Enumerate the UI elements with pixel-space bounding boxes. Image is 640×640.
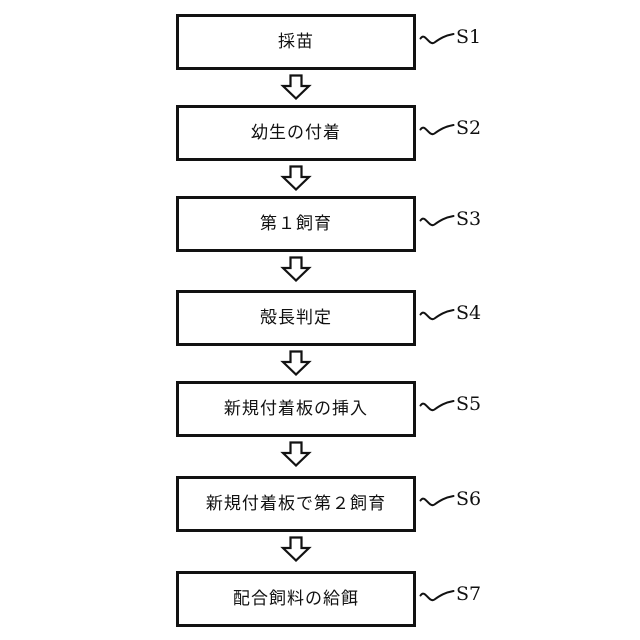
step-reference-label: S1 xyxy=(456,26,482,48)
squiggle-leader-icon xyxy=(419,397,455,419)
flow-step-s3: 第１飼育 S3 xyxy=(176,196,481,252)
process-box-label: 新規付着板で第２飼育 xyxy=(205,493,387,514)
squiggle-leader-icon xyxy=(419,306,455,328)
flow-step-s5: 新規付着板の挿入 S5 xyxy=(176,381,481,437)
flow-step-s4: 殻長判定 S4 xyxy=(176,290,481,346)
process-box-label: 配合飼料の給餌 xyxy=(232,588,360,609)
squiggle-leader-icon xyxy=(419,492,455,514)
flow-step-s6: 新規付着板で第２飼育 S6 xyxy=(176,476,481,532)
squiggle-leader-icon xyxy=(419,587,455,609)
process-box-s5: 新規付着板の挿入 xyxy=(176,381,416,437)
step-reference-label: S4 xyxy=(456,302,482,324)
step-reference-label: S3 xyxy=(456,208,482,230)
process-box-s6: 新規付着板で第２飼育 xyxy=(176,476,416,532)
hollow-down-arrow-icon xyxy=(280,74,312,100)
flow-step-s2: 幼生の付着 S2 xyxy=(176,105,481,161)
hollow-down-arrow-icon xyxy=(280,441,312,467)
process-box-label: 第１飼育 xyxy=(259,213,333,234)
flow-step-s7: 配合飼料の給餌 S7 xyxy=(176,571,481,627)
step-reference-label: S7 xyxy=(456,583,482,605)
step-reference-label: S2 xyxy=(456,117,482,139)
process-box-s2: 幼生の付着 xyxy=(176,105,416,161)
hollow-down-arrow-icon xyxy=(280,256,312,282)
hollow-down-arrow-icon xyxy=(280,350,312,376)
process-box-label: 殻長判定 xyxy=(259,307,333,328)
hollow-down-arrow-icon xyxy=(280,536,312,562)
step-reference-label: S5 xyxy=(456,393,482,415)
squiggle-leader-icon xyxy=(419,212,455,234)
process-box-label: 採苗 xyxy=(277,31,315,52)
process-box-s4: 殻長判定 xyxy=(176,290,416,346)
process-box-label: 新規付着板の挿入 xyxy=(223,398,369,419)
squiggle-leader-icon xyxy=(419,121,455,143)
squiggle-leader-icon xyxy=(419,30,455,52)
step-reference-label: S6 xyxy=(456,488,482,510)
process-box-s7: 配合飼料の給餌 xyxy=(176,571,416,627)
process-box-s1: 採苗 xyxy=(176,14,416,70)
flow-step-s1: 採苗 S1 xyxy=(176,14,481,70)
hollow-down-arrow-icon xyxy=(280,165,312,191)
process-box-s3: 第１飼育 xyxy=(176,196,416,252)
process-box-label: 幼生の付着 xyxy=(250,122,342,143)
